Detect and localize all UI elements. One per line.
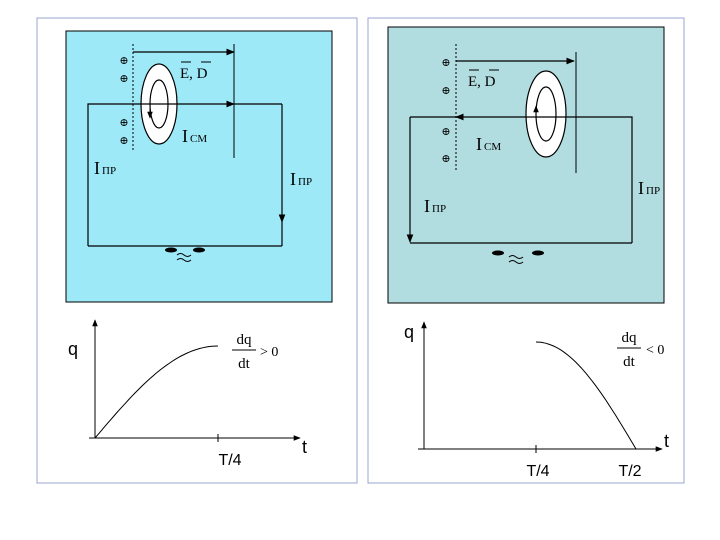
left-graph-y-label: q: [68, 339, 78, 359]
left-plus-charge-4: ⊕: [119, 135, 128, 147]
left-plus-charge-3: ⊕: [119, 117, 128, 129]
left-charge-curve: [94, 345, 219, 439]
right-tick-label-T4: T/4: [526, 463, 549, 480]
right-panel-background: [387, 26, 665, 304]
left-circuit-wire: [87, 100, 235, 246]
svg-text:dt: dt: [623, 354, 636, 370]
left-panel-background: [65, 30, 333, 303]
left-graph-x-label: t: [302, 437, 307, 457]
right-tick-label-T2: T/2: [618, 463, 641, 480]
right-plus-charge-2: ⊕: [441, 85, 450, 97]
svg-text:dt: dt: [238, 356, 251, 372]
left-tick-label-T4: T/4: [218, 452, 241, 469]
svg-text:> 0: > 0: [260, 345, 278, 360]
right-derivative-formula: dq dt < 0: [617, 330, 664, 370]
right-field-label: E, D: [468, 74, 496, 90]
right-ac-source-icon: [492, 250, 544, 264]
right-charge-curve: [535, 341, 637, 450]
svg-text:dq: dq: [237, 332, 253, 348]
right-plus-charge-1: ⊕: [441, 57, 450, 69]
left-plus-charge-2: ⊕: [119, 73, 128, 85]
right-graph-x-label: t: [664, 431, 669, 451]
right-plus-charge-4: ⊕: [441, 153, 450, 165]
left-derivative-formula: dq dt > 0: [232, 332, 278, 372]
right-charge-graph: T/4 T/2 q t dq dt < 0: [404, 321, 669, 480]
left-plus-charge-1: ⊕: [119, 55, 128, 67]
left-charge-graph: T/4 q t dq dt > 0: [68, 319, 307, 469]
left-ac-source-icon: [165, 247, 205, 262]
svg-text:< 0: < 0: [646, 343, 664, 358]
left-field-label: E, D: [180, 66, 208, 82]
right-plus-charge-3: ⊕: [441, 126, 450, 138]
right-circuit-wire-top: [455, 113, 633, 243]
right-graph-y-label: q: [404, 322, 414, 342]
svg-text:dq: dq: [622, 330, 638, 346]
right-magnetic-ring-outer: [525, 70, 567, 158]
